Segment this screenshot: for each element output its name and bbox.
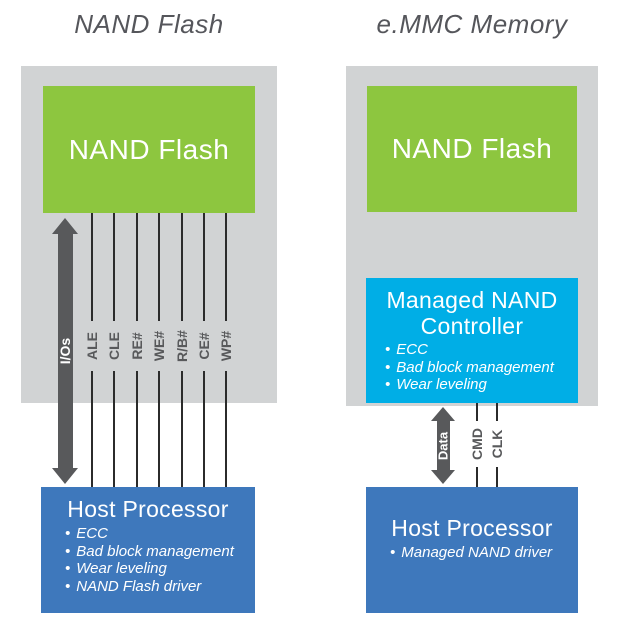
signal-line — [496, 467, 498, 487]
right-host-processor-box: Host Processor Managed NAND driver — [366, 487, 578, 613]
signal-line — [225, 371, 227, 487]
right-nand-flash-label: NAND Flash — [391, 133, 553, 164]
bullet-item: Wear leveling — [385, 376, 574, 394]
signal-label-ce: CE# — [196, 332, 212, 360]
signal-line — [476, 467, 478, 487]
signal-label-we: WE# — [151, 330, 167, 362]
signal-line — [158, 213, 160, 321]
ios-arrow-shaft — [57, 232, 73, 470]
signal-line — [136, 371, 138, 487]
signal-line — [181, 371, 183, 487]
bullet-item: Bad block management — [385, 359, 574, 377]
bullet-item: Managed NAND driver — [390, 544, 574, 562]
signal-label-ale: ALE — [84, 332, 100, 360]
bullet-item: NAND Flash driver — [65, 578, 251, 596]
bullet-item: Wear leveling — [65, 560, 251, 578]
signal-line — [91, 371, 93, 487]
left-nand-flash-box: NAND Flash — [43, 86, 255, 213]
controller-bullet-list: ECC Bad block management Wear leveling — [366, 341, 578, 394]
arrowhead-down-icon — [52, 468, 78, 484]
signal-label-wp: WP# — [218, 330, 234, 362]
signal-line — [203, 371, 205, 487]
data-bus-label: Data — [435, 431, 451, 460]
signal-label-cmd: CMD — [469, 428, 485, 460]
signal-label-re: RE# — [129, 332, 145, 360]
signal-line — [203, 213, 205, 321]
signal-label-clk: CLK — [489, 429, 505, 459]
bullet-item: ECC — [385, 341, 574, 359]
signal-line — [496, 403, 498, 421]
left-nand-flash-label: NAND Flash — [68, 133, 230, 165]
signal-line — [136, 213, 138, 321]
signal-label-rb: R/B# — [174, 330, 190, 362]
bullet-item: ECC — [65, 525, 251, 543]
arrowhead-up-icon — [52, 218, 78, 234]
bullet-item: Bad block management — [65, 543, 251, 561]
controller-title-line1: Managed NAND — [386, 287, 558, 313]
signal-line — [158, 371, 160, 487]
ios-bus-label: I/Os — [57, 337, 73, 365]
arrowhead-down-icon — [431, 470, 455, 484]
controller-title-line2: Controller — [420, 313, 524, 339]
left-host-processor-box: Host Processor ECC Bad block management … — [41, 487, 255, 613]
right-nand-flash-box: NAND Flash — [367, 86, 577, 212]
right-column-title: e.MMC Memory — [376, 9, 568, 39]
ios-bus-arrow: I/Os — [52, 218, 78, 484]
signal-line — [113, 371, 115, 487]
signal-line — [476, 403, 478, 421]
signal-label-cle: CLE — [106, 332, 122, 360]
managed-nand-controller-box: Managed NAND Controller ECC Bad block ma… — [366, 278, 578, 403]
controller-title: Managed NAND Controller — [366, 287, 578, 339]
arrowhead-up-icon — [431, 407, 455, 421]
signal-line — [91, 213, 93, 321]
signal-line — [225, 213, 227, 321]
right-host-title: Host Processor — [391, 515, 553, 541]
signal-line — [113, 213, 115, 321]
left-host-bullet-list: ECC Bad block management Wear leveling N… — [41, 525, 255, 595]
right-host-bullet-list: Managed NAND driver — [366, 544, 578, 562]
data-bus-arrow: Data — [431, 407, 455, 484]
left-host-title: Host Processor — [67, 496, 229, 522]
signal-line — [181, 213, 183, 321]
data-arrow-shaft — [436, 419, 450, 472]
left-column-title: NAND Flash — [74, 9, 224, 39]
